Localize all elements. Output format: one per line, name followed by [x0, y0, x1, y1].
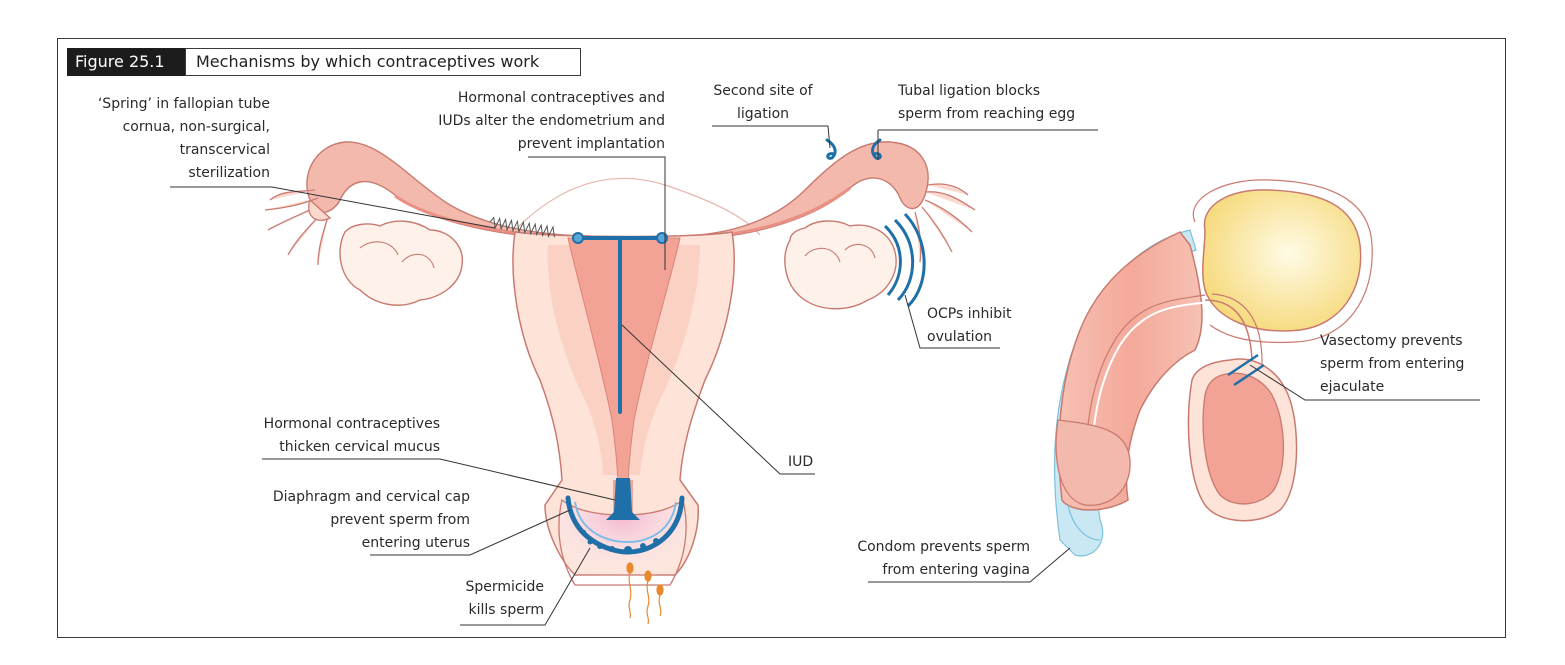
right-fallopian-tube [679, 141, 929, 241]
ligation-clip-icons [825, 138, 882, 160]
vasectomy-cut-icon [1227, 353, 1265, 387]
figure-title: Mechanisms by which contraceptives work [185, 48, 581, 76]
label-tubal-ligation: Tubal ligation blocks sperm from reachin… [898, 83, 1076, 122]
label-ocps: OCPs inhibit ovulation [927, 306, 1012, 345]
label-spring: ‘Spring’ in fallopian tube cornua, non-s… [97, 96, 270, 181]
iud-device [572, 232, 668, 414]
right-ovary [784, 220, 897, 310]
male-illustration [1053, 179, 1373, 557]
left-ovary [339, 220, 463, 306]
leader-lines [170, 125, 1480, 626]
cervical-mucus [606, 478, 640, 520]
label-hormonal-endometrium: Hormonal contraceptives and IUDs alter t… [438, 90, 665, 152]
label-second-ligation: Second site of ligation [713, 83, 813, 122]
label-diaphragm: Diaphragm and cervical cap prevent sperm… [272, 489, 470, 551]
right-fimbriae [914, 183, 976, 263]
sperm-icons [626, 562, 664, 625]
label-spermicide: Spermicide kills sperm [465, 579, 544, 618]
figure-frame [57, 38, 1506, 638]
glans [1055, 419, 1131, 506]
label-hormonal-mucus: Hormonal contraceptives thicken cervical… [263, 416, 440, 455]
label-iud: IUD [788, 454, 814, 470]
figure-number: Figure 25.1 [67, 48, 185, 76]
label-vasectomy: Vasectomy prevents sperm from entering e… [1320, 333, 1465, 395]
ocp-arcs-icon [883, 212, 926, 308]
fundus-arc [514, 177, 761, 236]
testis [1202, 372, 1284, 505]
label-condom: Condom prevents sperm from entering vagi… [857, 539, 1030, 578]
spermicide-dots [582, 530, 659, 554]
spring-coil-icon [489, 216, 555, 239]
bladder [1202, 189, 1362, 332]
left-fimbriae [264, 189, 332, 266]
uterus-illustration [264, 138, 976, 625]
